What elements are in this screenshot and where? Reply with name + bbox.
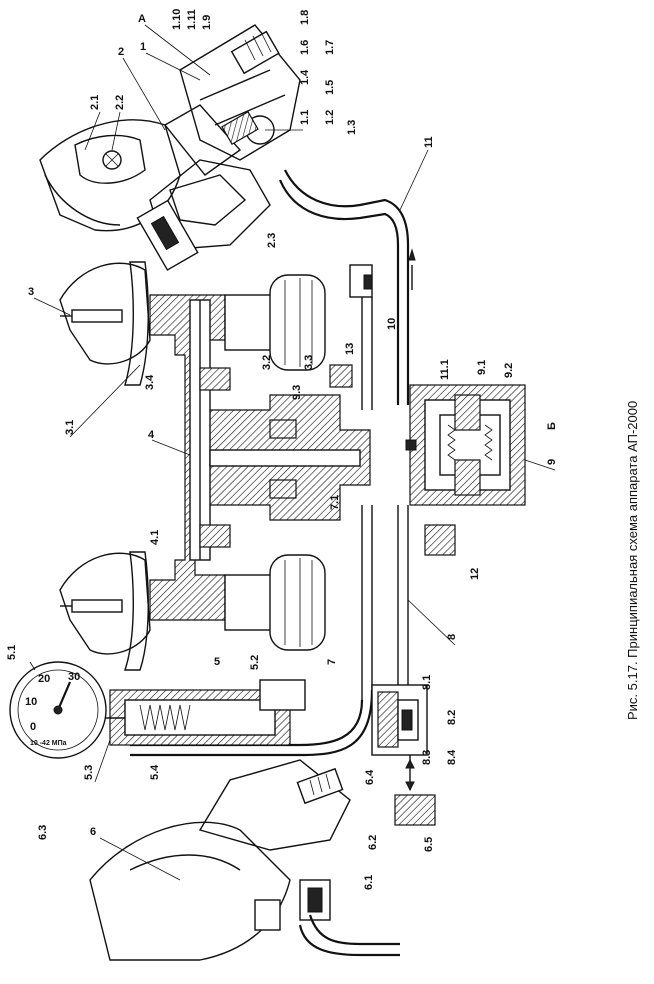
label-8-4: 8.4 bbox=[446, 749, 458, 765]
label-3-2: 3.2 bbox=[261, 355, 273, 370]
gauge-tick-1: 10 bbox=[25, 696, 37, 708]
gauge-scale-text: 10 -42 МПа bbox=[30, 740, 67, 747]
mask-assembly-top bbox=[39, 24, 301, 271]
label-1-5: 1.5 bbox=[324, 80, 336, 95]
label-3: 3 bbox=[28, 286, 34, 298]
part-12 bbox=[424, 524, 456, 556]
gauge-tick-3: 30 bbox=[68, 671, 80, 683]
label-6-3: 6.3 bbox=[37, 825, 49, 840]
gauge-tick-0: 0 bbox=[30, 721, 36, 733]
label-3-4: 3.4 bbox=[144, 374, 156, 390]
label-7-1: 7.1 bbox=[329, 495, 341, 510]
label-12: 12 bbox=[469, 568, 481, 580]
label-1-11: 1.11 bbox=[186, 9, 198, 30]
label-8-1: 8.1 bbox=[421, 675, 433, 690]
label-6-1: 6.1 bbox=[363, 875, 375, 890]
label-5-1: 5.1 bbox=[6, 645, 18, 660]
labels: А 1.10 1.11 1.9 1.8 1.6 1.7 1.4 1.5 1.1 … bbox=[6, 9, 558, 890]
label-6: 6 bbox=[90, 826, 96, 838]
label-1-4: 1.4 bbox=[299, 69, 311, 85]
leader-lines bbox=[29, 24, 556, 881]
hose-11 bbox=[278, 169, 416, 405]
label-1-3: 1.3 bbox=[346, 120, 358, 135]
label-9: 9 bbox=[546, 459, 558, 465]
label-9-1: 9.1 bbox=[476, 360, 488, 375]
label-9-3: 9.3 bbox=[291, 385, 303, 400]
label-9-2: 9.2 bbox=[503, 363, 515, 378]
label-2: 2 bbox=[118, 46, 124, 58]
label-6-2: 6.2 bbox=[367, 835, 379, 850]
label-8-2: 8.2 bbox=[446, 710, 458, 725]
label-1-1: 1.1 bbox=[299, 110, 311, 125]
label-13: 13 bbox=[344, 343, 356, 355]
label-5-3: 5.3 bbox=[83, 765, 95, 780]
label-11: 11 bbox=[423, 136, 435, 148]
label-2-2: 2.2 bbox=[114, 95, 126, 110]
pipes-7-8-10 bbox=[130, 264, 409, 757]
label-2-1: 2.1 bbox=[89, 95, 101, 110]
label-1-2: 1.2 bbox=[324, 110, 336, 125]
label-5-4: 5.4 bbox=[149, 764, 161, 780]
label-3-3: 3.3 bbox=[303, 355, 315, 370]
label-1: 1 bbox=[140, 41, 146, 53]
cylinder-top bbox=[59, 261, 151, 386]
pressure-gauge-5: 0 10 20 30 10 -42 МПа bbox=[9, 661, 306, 759]
manifold-4 bbox=[149, 274, 371, 651]
label-A: А bbox=[138, 13, 146, 25]
label-10: 10 bbox=[386, 318, 398, 330]
label-8: 8 bbox=[446, 634, 458, 640]
label-5: 5 bbox=[214, 656, 220, 668]
reducer-9 bbox=[405, 384, 526, 506]
label-5-2: 5.2 bbox=[249, 655, 261, 670]
label-2-3: 2.3 bbox=[266, 233, 278, 248]
gauge-tick-2: 20 bbox=[38, 673, 50, 685]
label-4-1: 4.1 bbox=[149, 530, 161, 545]
label-6-5: 6.5 bbox=[423, 837, 435, 852]
mask-assembly-bottom bbox=[89, 759, 436, 961]
label-1-9: 1.9 bbox=[201, 15, 213, 30]
part-13 bbox=[329, 364, 353, 388]
label-B: Б bbox=[546, 422, 558, 430]
label-1-6: 1.6 bbox=[299, 40, 311, 55]
label-7: 7 bbox=[326, 659, 338, 665]
label-11-1: 11.1 bbox=[439, 359, 451, 380]
signal-device-8 bbox=[371, 684, 428, 792]
cylinder-bottom bbox=[59, 551, 151, 671]
label-3-1: 3.1 bbox=[64, 420, 76, 435]
label-1-7: 1.7 bbox=[324, 40, 336, 55]
figure-caption: Рис. 5.17. Принципиальная схема аппарата… bbox=[625, 401, 640, 720]
label-6-4: 6.4 bbox=[364, 769, 376, 785]
label-1-10: 1.10 bbox=[171, 9, 183, 30]
label-8-3: 8.3 bbox=[421, 750, 433, 765]
label-4: 4 bbox=[148, 429, 155, 441]
label-1-8: 1.8 bbox=[299, 10, 311, 25]
